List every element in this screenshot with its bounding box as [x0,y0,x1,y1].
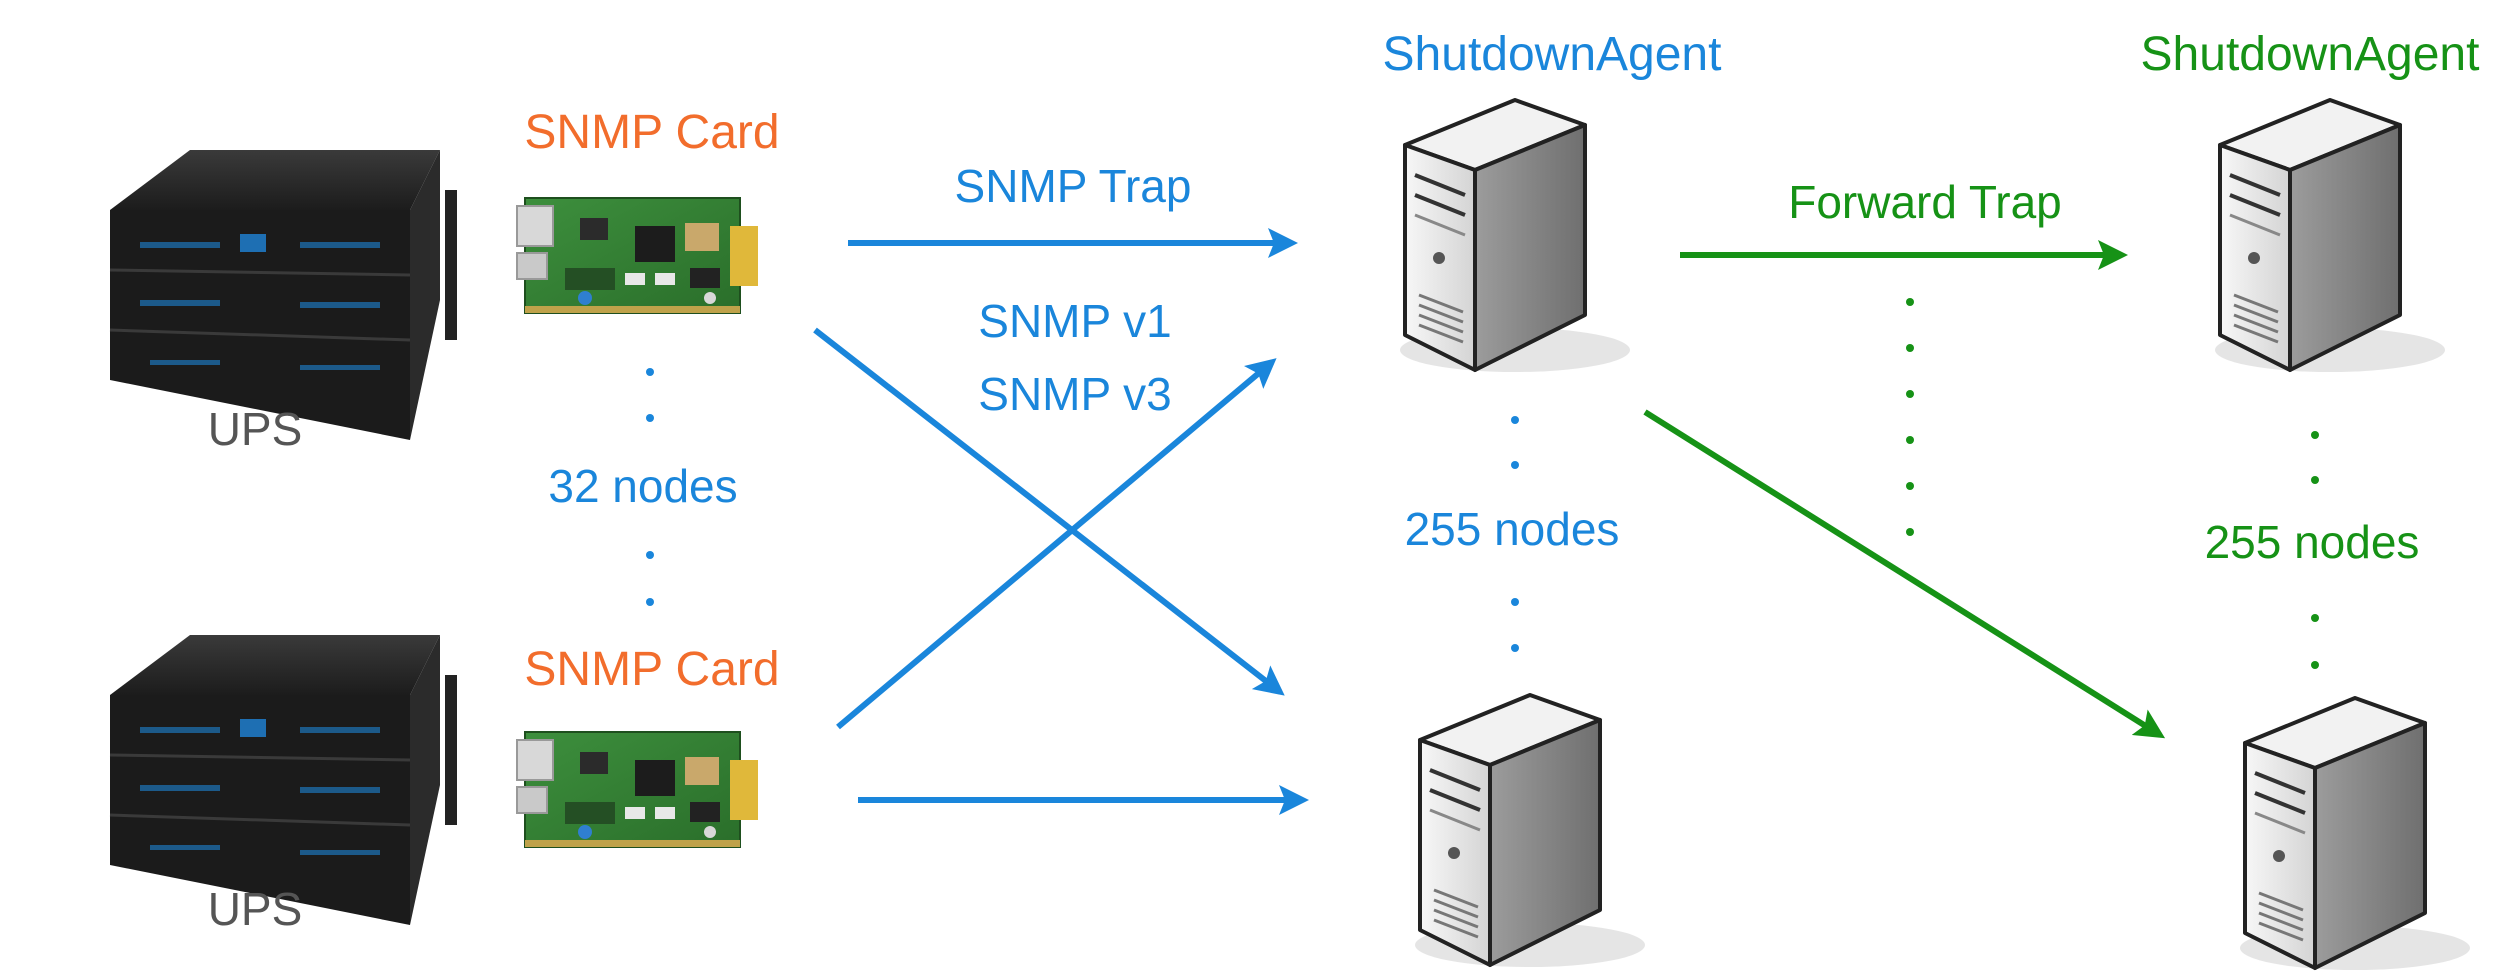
snmp-card-top-label: SNMP Card [524,106,779,159]
forward-arrows [1643,240,2166,739]
secondary-ellipsis-lower [2311,614,2319,669]
ups-bottom-icon [108,633,459,927]
primary-ellipsis-upper [1511,416,1519,469]
arrow-forward-diagonal [1643,409,2166,739]
snmp-card-bottom-label: SNMP Card [524,643,779,696]
secondary-agent-nodes-label: 255 nodes [2205,516,2420,568]
server-secondary-bottom-icon [2238,696,2472,972]
arrow-cross-down [813,327,1285,696]
snmp-v3-label: SNMP v3 [978,368,1171,420]
card-ellipsis-lower [646,551,654,606]
primary-ellipsis-lower [1511,598,1519,652]
network-card-bottom-icon [516,731,759,848]
server-primary-bottom-icon [1413,693,1647,969]
snmp-arrows [813,228,1309,815]
forward-trap-label: Forward Trap [1788,176,2062,228]
ups-bottom-label: UPS [208,883,303,935]
snmp-v1-label: SNMP v1 [978,295,1171,347]
forward-ellipsis [1906,298,1914,536]
card-ellipsis-upper [646,368,654,422]
secondary-ellipsis-upper [2311,431,2319,484]
ups-top-label: UPS [208,403,303,455]
ups-top-icon [108,148,459,442]
server-secondary-top-icon [2213,98,2447,374]
snmp-card-nodes-label: 32 nodes [548,460,737,512]
arrow-cross-up [836,358,1277,730]
secondary-agent-title: ShutdownAgent [2141,28,2480,81]
primary-agent-nodes-label: 255 nodes [1405,503,1620,555]
snmp-trap-label: SNMP Trap [955,160,1192,212]
server-primary-top-icon [1398,98,1632,374]
network-card-top-icon [516,197,759,314]
primary-agent-title: ShutdownAgent [1383,28,1722,81]
